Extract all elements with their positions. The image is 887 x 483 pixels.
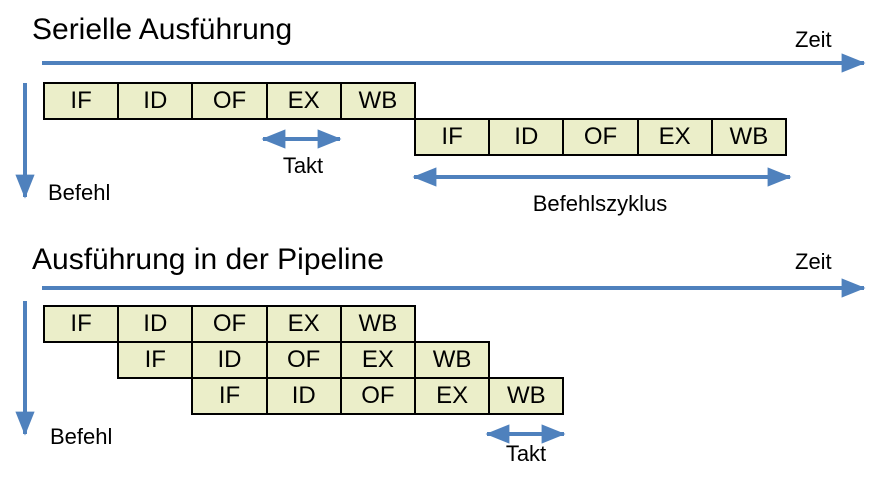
instruction-axis-label-serial: Befehl xyxy=(48,180,111,205)
stage-box: IF xyxy=(117,341,194,379)
time-axis-label-serial: Zeit xyxy=(795,27,832,52)
stage-box: IF xyxy=(414,118,491,156)
stage-box: OF xyxy=(339,377,416,415)
clock-cycle-label-pipeline: Takt xyxy=(505,441,547,466)
section-title-serial: Serielle Ausführung xyxy=(32,13,293,46)
stage-box: IF xyxy=(191,377,268,415)
stage-box: ID xyxy=(488,118,565,156)
stage-box: IF xyxy=(43,305,120,343)
stage-box: ID xyxy=(117,82,194,120)
stage-box: ID xyxy=(265,377,342,415)
stage-box: ID xyxy=(117,305,194,343)
stage-box: OF xyxy=(191,82,268,120)
stage-box: WB xyxy=(339,305,416,343)
stage-box: WB xyxy=(414,341,491,379)
stage-box: OF xyxy=(562,118,639,156)
instruction-cycle-label: Befehlszyklus xyxy=(532,191,668,216)
stage-box: IF xyxy=(43,82,120,120)
stage-box: EX xyxy=(636,118,713,156)
stage-box: EX xyxy=(265,305,342,343)
clock-cycle-label-serial: Takt xyxy=(282,153,324,178)
stage-box: WB xyxy=(339,82,416,120)
stage-box: EX xyxy=(265,82,342,120)
instruction-axis-label-pipeline: Befehl xyxy=(50,424,113,449)
section-title-pipeline: Ausführung in der Pipeline xyxy=(32,243,384,276)
time-axis-label-pipeline: Zeit xyxy=(795,249,832,274)
stage-box: EX xyxy=(414,377,491,415)
stage-box: OF xyxy=(265,341,342,379)
stage-box: WB xyxy=(710,118,787,156)
stage-box: OF xyxy=(191,305,268,343)
stage-box: EX xyxy=(339,341,416,379)
stage-box: ID xyxy=(191,341,268,379)
stage-box: WB xyxy=(488,377,565,415)
